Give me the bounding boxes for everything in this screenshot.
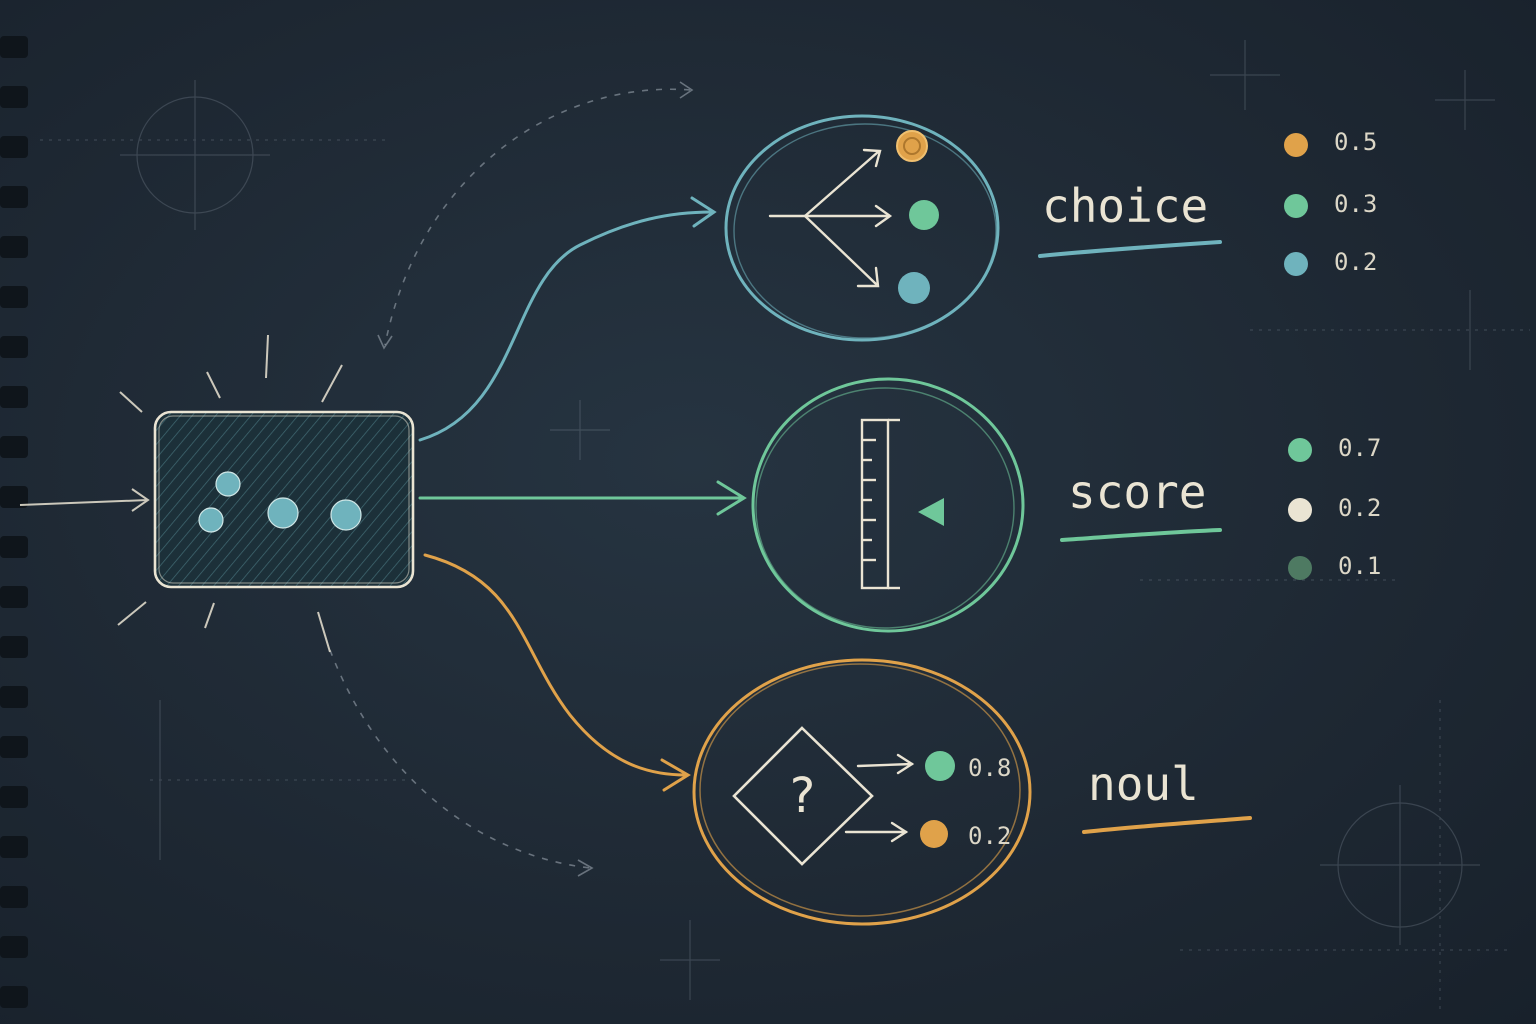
choice-prob-value-1: 0.3 (1334, 190, 1377, 218)
feedback-arcs (329, 88, 691, 869)
score-prob-value-1: 0.2 (1338, 494, 1381, 522)
input-arrow (19, 488, 150, 512)
score-prob-value-0: 0.7 (1338, 434, 1381, 462)
noul-prob-dot-0 (925, 751, 955, 781)
score-prob-value-2: 0.1 (1338, 552, 1381, 580)
score-probabilities: 0.7 0.2 0.1 (1288, 434, 1381, 580)
background-guides (40, 40, 1530, 1010)
connector-noul (423, 553, 688, 777)
ruler-gauge-icon (860, 418, 900, 590)
choice-label: choice (1042, 179, 1208, 233)
choice-probabilities: 0.5 0.3 0.2 (1284, 128, 1377, 276)
choice-prob-dot-0 (1284, 133, 1308, 157)
source-node (117, 334, 415, 653)
score-prob-dot-2 (1288, 556, 1312, 580)
noul-prob-value-1: 0.2 (968, 822, 1011, 850)
binding-holes (0, 36, 28, 1008)
score-prob-dot-1 (1288, 498, 1312, 522)
choice-prob-dot-2 (1284, 252, 1308, 276)
fork-arrows-icon (768, 148, 893, 288)
choice-prob-value-2: 0.2 (1334, 248, 1377, 276)
svg-text:?: ? (788, 768, 817, 824)
branch-choice: choice (724, 114, 1222, 342)
connectors (418, 196, 747, 792)
choice-prob-value-0: 0.5 (1334, 128, 1377, 156)
token-dots-icon (198, 471, 362, 533)
score-label: score (1068, 465, 1206, 519)
feedback-arrowheads (377, 81, 694, 877)
noul-label: noul (1088, 757, 1199, 811)
connector-choice (418, 210, 714, 442)
branch-noul: ? 0.8 0.2 noul (692, 658, 1252, 926)
spark-lines (117, 334, 343, 653)
gauge-pointer-icon (918, 498, 944, 526)
noul-prob-dot-1 (920, 820, 948, 848)
question-diamond-icon: ? (732, 726, 874, 866)
score-prob-dot-0 (1288, 438, 1312, 462)
branch-score: score (751, 377, 1222, 633)
choice-prob-dot-1 (1284, 194, 1308, 218)
noul-prob-value-0: 0.8 (968, 754, 1011, 782)
